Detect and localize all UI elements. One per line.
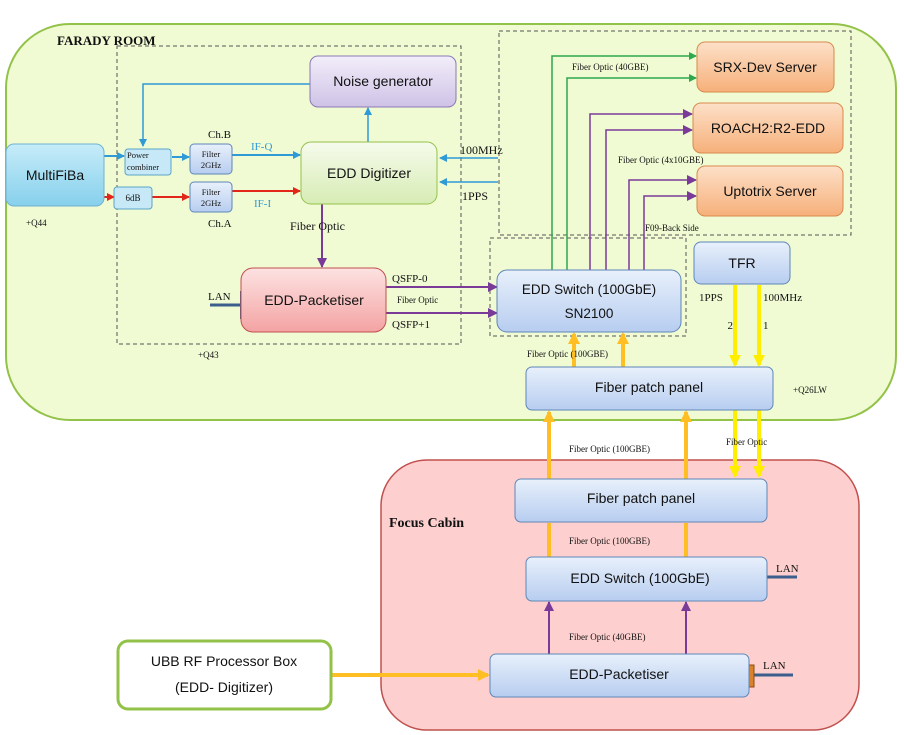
back-side-label: F09-Back Side xyxy=(645,223,699,233)
attenuator-label: 6dB xyxy=(125,193,140,203)
srx-dev-server-label: SRX-Dev Server xyxy=(713,59,817,75)
multifiba-label: MultiFiBa xyxy=(26,167,85,183)
power-combiner-label-1: Power xyxy=(127,150,149,160)
cabin-packetiser-box xyxy=(489,653,750,698)
q44-label: +Q44 xyxy=(26,218,47,228)
noise-generator-label: Noise generator xyxy=(333,73,433,89)
tfr-2-label: 2 xyxy=(728,320,734,332)
wire-switch-to-roach2-1 xyxy=(589,109,693,270)
filter-a-box xyxy=(189,181,233,213)
cabin-switch-box xyxy=(525,556,768,602)
filter-b-label-1: Filter xyxy=(202,149,221,159)
if-q-label: IF-Q xyxy=(251,141,272,153)
filter-a-label-1: Filter xyxy=(202,187,221,197)
wire-switch-to-roach2-2 xyxy=(605,125,693,270)
lan-packetiser-label: LAN xyxy=(763,660,786,672)
freq-100mhz-label: 100MHz xyxy=(460,143,503,157)
focus-cabin-title: Focus Cabin xyxy=(389,516,464,531)
q43-label: +Q43 xyxy=(198,350,219,360)
wire-switch-to-uptotrix-2 xyxy=(643,191,697,270)
tfr-100mhz-label: 100MHz xyxy=(763,292,802,304)
fo-40gbe-top-label: Fiber Optic (40GBE) xyxy=(572,62,649,72)
fo-100gbe-mid-label: Fiber Optic (100GBE) xyxy=(569,444,650,454)
srx-dev-server-box xyxy=(696,41,835,93)
tfr-1pps-label: 1PPS xyxy=(699,292,723,304)
roach2-label: ROACH2:R2-EDD xyxy=(711,120,825,136)
back-side-area xyxy=(498,30,852,236)
faraday-room-title: FARADY ROOM xyxy=(57,33,156,48)
filter-b-box xyxy=(189,143,233,175)
ch-a-label: Ch.A xyxy=(208,218,232,230)
fo-yellow-label: Fiber Optic xyxy=(726,437,767,447)
lan-switch-label: LAN xyxy=(776,563,799,575)
cabin-packetiser-label: EDD-Packetiser xyxy=(569,666,669,682)
attenuator-box xyxy=(113,186,153,210)
edd-packetiser-box xyxy=(240,267,387,333)
lan-left-label: LAN xyxy=(208,291,231,303)
edd-switch-label-2: SN2100 xyxy=(565,306,614,321)
tfr-label: TFR xyxy=(728,255,755,271)
noise-generator-box xyxy=(309,55,457,108)
power-combiner-box xyxy=(124,148,172,176)
pps-label: 1PPS xyxy=(462,189,488,203)
fo-100gbe-cabin-label: Fiber Optic (100GBE) xyxy=(569,536,650,546)
cabin-switch-label: EDD Switch (100GbE) xyxy=(570,570,709,586)
wire-switch-to-srx-2 xyxy=(566,74,697,270)
fiber-optic-label: Fiber Optic xyxy=(290,219,345,233)
uptotrix-server-label: Uptotrix Server xyxy=(723,183,817,199)
edd-switch-label-1: EDD Switch (100GbE) xyxy=(522,282,656,297)
edd-packetiser-label: EDD-Packetiser xyxy=(264,292,364,308)
fo-40gbe-cabin-label: Fiber Optic (40GBE) xyxy=(569,632,646,642)
ch-b-label: Ch.B xyxy=(208,129,231,141)
tfr-box xyxy=(693,241,791,285)
if-i-label: IF-I xyxy=(254,198,271,210)
fo-4x10gbe-label: Fiber Optic (4x10GBE) xyxy=(618,155,704,165)
wire-switch-to-uptotrix-1 xyxy=(628,175,697,270)
tfr-1-label: 1 xyxy=(763,320,769,332)
roach2-box xyxy=(692,102,844,154)
edd-switch-box xyxy=(496,269,682,333)
uptotrix-server-box xyxy=(696,165,844,217)
fiber-optic-small-label: Fiber Optic xyxy=(397,295,438,305)
edd-digitizer-label: EDD Digitizer xyxy=(327,165,411,181)
filter-b-label-2: 2GHz xyxy=(201,160,222,170)
q26lw-label: +Q26LW xyxy=(793,385,827,395)
filter-a-label-2: 2GHz xyxy=(201,198,222,208)
power-combiner-label-2: combiner xyxy=(127,162,159,172)
fiber-patch-panel-bottom-label: Fiber patch panel xyxy=(587,490,695,506)
fiber-patch-panel-bottom-box xyxy=(514,478,768,523)
fiber-patch-panel-top-label: Fiber patch panel xyxy=(595,379,703,395)
qsfp1-label: QSFP+1 xyxy=(392,319,430,331)
wire-noise-to-combiner xyxy=(139,83,310,147)
fiber-patch-panel-top-box xyxy=(525,366,774,411)
wire-switch-to-srx-1 xyxy=(551,52,697,270)
ubb-rf-box xyxy=(116,639,333,711)
edd-digitizer-box xyxy=(300,141,438,205)
fo-100gbe-switch-label: Fiber Optic (100GBE) xyxy=(527,349,608,359)
multifiba-box xyxy=(5,143,105,207)
ubb-label-1: UBB RF Processor Box xyxy=(151,653,297,669)
ubb-label-2: (EDD- Digitizer) xyxy=(175,679,273,695)
qsfp0-label: QSFP-0 xyxy=(392,273,428,285)
